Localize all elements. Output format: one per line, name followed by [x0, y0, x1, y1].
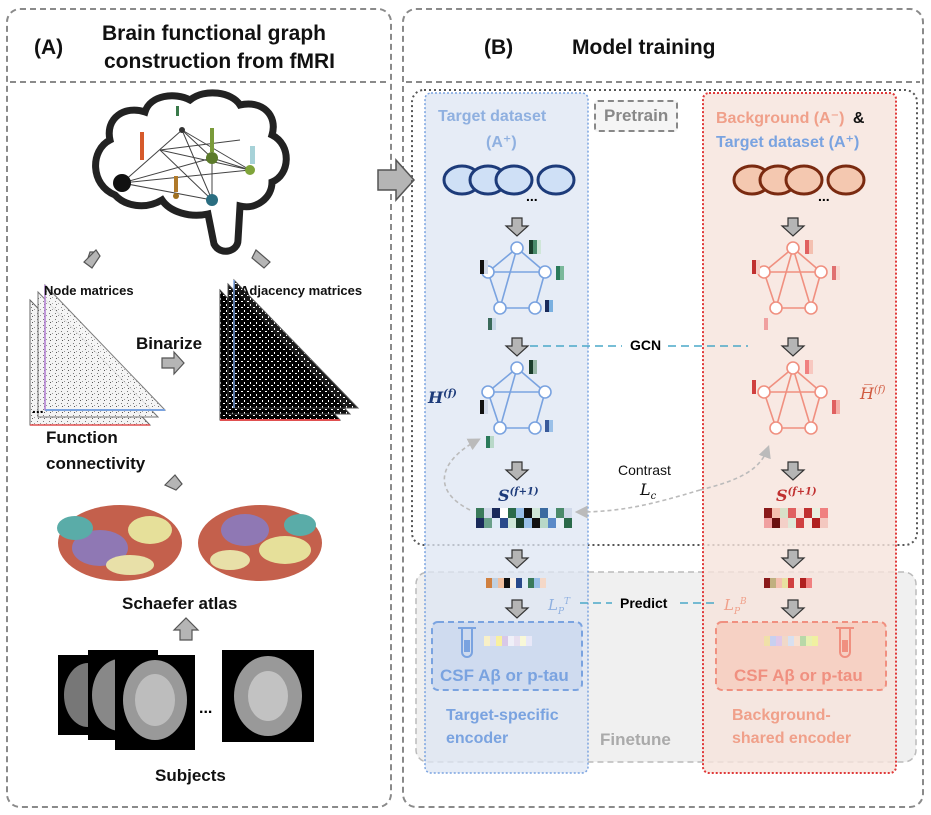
background-encoder-line2: shared encoder: [732, 730, 852, 747]
target-csf-label: CSF Aβ or p-tau: [440, 666, 569, 685]
background-csf-label: CSF Aβ or p-tau: [734, 666, 863, 685]
target-feature-bars: [480, 240, 564, 448]
schaefer-atlas-brains: [57, 505, 322, 581]
lp-b-symbol: L: [724, 596, 734, 614]
lc-sub: c: [650, 491, 657, 503]
panel-b-tag: (B): [484, 36, 514, 59]
target-csf-strip: [484, 636, 532, 646]
h-left-symbol: H: [428, 388, 444, 407]
function-connectivity-line2: connectivity: [46, 454, 146, 473]
target-encoder-line2: encoder: [446, 730, 509, 747]
panel-b-title: Model training: [572, 36, 716, 59]
subjects-ellipsis: ...: [199, 700, 213, 717]
node-ellipsis: ...: [32, 400, 44, 416]
h-right-label: H̅(f): [860, 384, 885, 403]
contrast-arrow-mid: [574, 489, 701, 519]
background-column: [702, 92, 897, 774]
target-brain-ellipsis: ...: [526, 188, 538, 204]
target-finetune-bars: [486, 578, 546, 588]
background-text: Background (A⁻): [716, 110, 845, 127]
schaefer-atlas-label: Schaefer atlas: [122, 594, 238, 613]
background-graph-1: [757, 241, 828, 315]
test-tube-icon-right: [836, 627, 854, 658]
panel-a-title-line2: construction from fMRI: [104, 50, 335, 73]
node-matrices-label: Node matrices: [44, 283, 134, 298]
lp-b-sup: B: [740, 597, 747, 607]
s-right-label: S(f+1): [776, 486, 817, 505]
background-csf-box: [715, 621, 887, 691]
background-graph-2: [757, 361, 828, 435]
adjacency-matrices-triangle: [219, 278, 360, 421]
target-csf-box: [431, 621, 583, 691]
lc-symbol: L: [640, 480, 651, 499]
a-to-b-arrow: [377, 158, 416, 202]
h-left-sup: (f): [443, 388, 457, 400]
pretrain-label: Pretrain: [594, 100, 679, 132]
contrast-arrow-right: [699, 444, 771, 491]
subjects-mri-slices: [58, 650, 314, 750]
h-right-symbol: H̅: [860, 384, 874, 403]
target-dataset-line2: (A⁺): [486, 134, 517, 151]
binarize-label: Binarize: [136, 334, 203, 353]
background-finetune-bars: [764, 578, 812, 588]
background-feature-bars: [752, 240, 840, 414]
contrast-label: Contrast: [618, 462, 671, 478]
subjects-label: Subjects: [155, 766, 226, 785]
gcn-label: GCN: [630, 337, 662, 353]
pretrain-region: [411, 89, 918, 546]
panel-b-frame: [402, 8, 924, 808]
target-s-matrix: [476, 508, 572, 528]
lp-t-sup: T: [564, 597, 571, 607]
node-matrices-triangle: [29, 283, 167, 426]
s-right-symbol: S: [776, 486, 788, 505]
target-dataset-line1: Target dataset: [438, 108, 547, 125]
lp-t-label: LPT: [548, 596, 570, 617]
h-left-label: H(f): [428, 388, 457, 407]
lp-t-symbol: L: [548, 596, 558, 614]
test-tube-icon-left: [458, 627, 476, 658]
panel-a-frame: [6, 8, 392, 808]
background-s-matrix: [764, 508, 828, 528]
lp-t-sub: P: [557, 607, 565, 617]
target-dataset-right: Target dataset (A⁺): [716, 134, 860, 151]
panel-a-arrows: [83, 249, 271, 641]
target-graph-2: [481, 361, 552, 435]
adjacency-matrices-label: Adjacency matrices: [240, 283, 363, 298]
s-left-symbol: S: [498, 486, 510, 505]
target-brain-icons: [442, 164, 576, 196]
contrast-loss: Lc: [640, 480, 656, 502]
target-graph-1: [481, 241, 552, 315]
s-right-sup: (f+1): [787, 486, 817, 498]
function-connectivity-line1: Function: [46, 428, 118, 447]
background-brain-icons: [732, 164, 866, 196]
column-down-arrows: [504, 217, 806, 619]
background-dataset-label: Background (A⁻) &: [716, 108, 864, 128]
s-left-sup: (f+1): [509, 486, 539, 498]
panel-a-tag: (A): [34, 36, 64, 59]
lp-b-label: LPB: [724, 596, 747, 617]
background-encoder-line1: Background-: [732, 707, 831, 724]
predict-label: Predict: [620, 595, 668, 611]
panel-a-title-line1: Brain functional graph: [102, 22, 327, 45]
h-right-sup: (f): [873, 384, 886, 396]
target-encoder-line1: Target-specific: [446, 707, 559, 724]
background-brain-ellipsis: ...: [818, 188, 830, 204]
background-csf-strip: [764, 636, 818, 646]
ampersand-text: &: [852, 110, 865, 127]
brain-graph-illustration: [92, 89, 290, 255]
s-left-label: S(f+1): [498, 486, 539, 505]
target-column: [424, 92, 589, 774]
adjacency-ellipsis: ...: [222, 400, 234, 416]
lp-b-sub: P: [733, 607, 741, 617]
finetune-label: Finetune: [600, 730, 671, 749]
